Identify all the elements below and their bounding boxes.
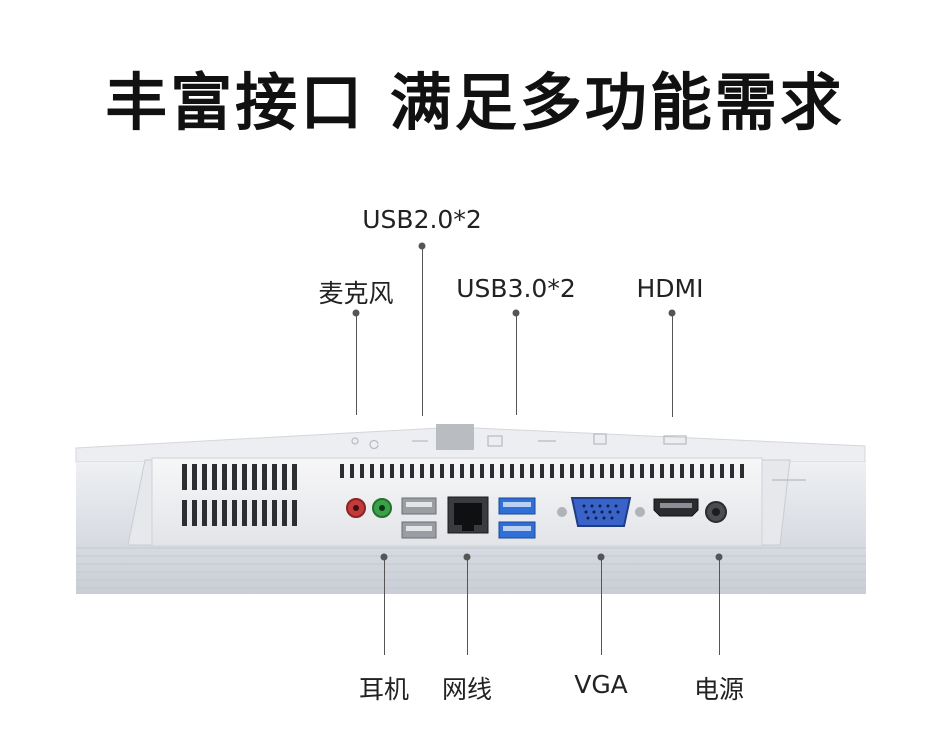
label-headphone: 耳机 <box>358 675 410 704</box>
label-power: 电源 <box>693 675 745 704</box>
leader-hdmi <box>672 313 673 417</box>
vent-right <box>340 464 744 478</box>
leader-lan-dot <box>463 553 471 561</box>
leader-power-dot <box>715 553 723 561</box>
label-usb3: USB3.0*2 <box>456 274 576 303</box>
leader-hdmi-dot <box>668 309 676 317</box>
leader-usb3-dot <box>512 309 520 317</box>
leader-usb2-dot <box>418 242 426 250</box>
label-mic: 麦克风 <box>318 279 394 308</box>
leader-vga-dot <box>597 553 605 561</box>
vent-left <box>182 464 297 526</box>
leader-usb2 <box>422 246 423 416</box>
leader-headphone <box>384 557 385 655</box>
label-usb2: USB2.0*2 <box>362 205 482 234</box>
label-vga: VGA <box>574 670 628 699</box>
leader-lan <box>467 557 468 655</box>
leader-vga <box>601 557 602 655</box>
label-hdmi: HDMI <box>636 274 704 303</box>
hinge <box>436 424 474 450</box>
label-lan: 网线 <box>441 675 493 704</box>
leader-headphone-dot <box>380 553 388 561</box>
leader-mic <box>356 313 357 415</box>
headline: 丰富接口 满足多功能需求 <box>105 66 845 139</box>
leader-power <box>719 557 720 655</box>
leader-mic-dot <box>352 309 360 317</box>
leader-usb3 <box>516 313 517 415</box>
